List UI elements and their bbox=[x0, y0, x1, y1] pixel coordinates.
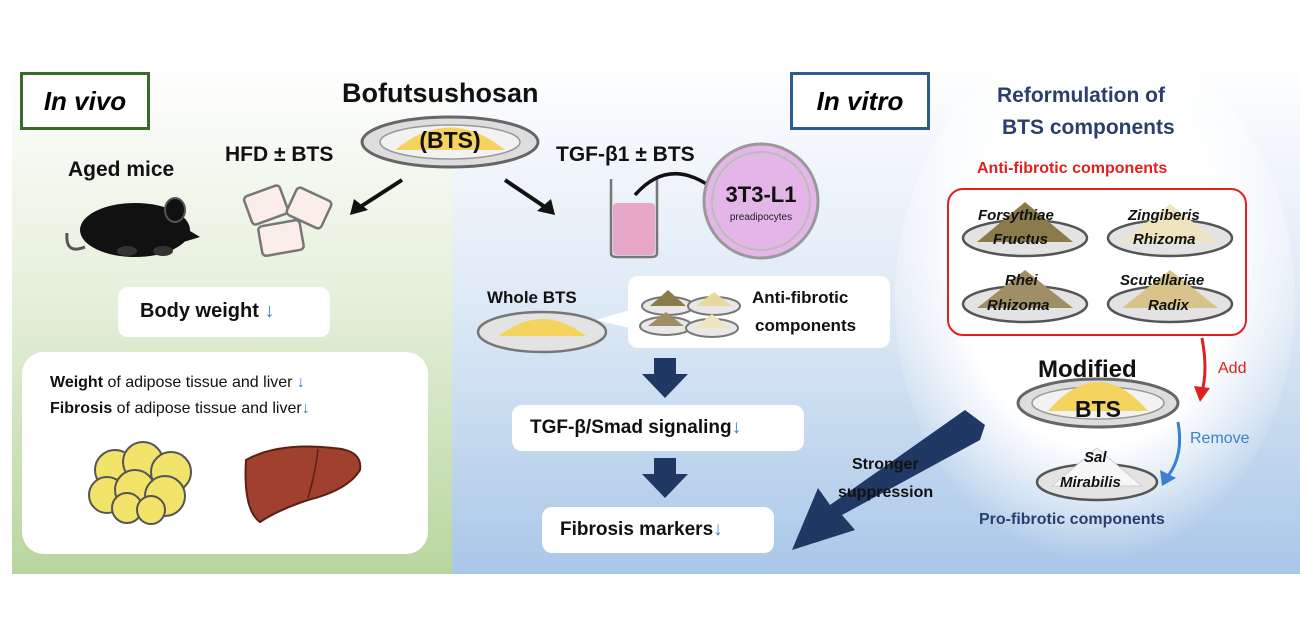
remove-arrow bbox=[1160, 421, 1182, 486]
add-label: Add bbox=[1218, 360, 1247, 377]
bts-plate: (BTS) bbox=[360, 115, 540, 169]
smad-signaling-label: TGF-β/Smad signaling↓ bbox=[530, 417, 741, 439]
whole-bts-plate bbox=[476, 310, 608, 354]
liver-icon bbox=[244, 445, 362, 524]
herb-dishes bbox=[961, 202, 1234, 324]
pro-fibrotic-label: Pro-fibrotic components bbox=[979, 511, 1165, 528]
weight-down-arrow: ↓ bbox=[296, 374, 305, 391]
cell-sub-label: preadipocytes bbox=[730, 212, 792, 223]
body-weight-label: Body weight ↓ bbox=[140, 300, 274, 323]
sal-mirabilis-dish bbox=[1035, 447, 1159, 502]
smad-signaling-box bbox=[512, 405, 804, 451]
suppression-label: suppression bbox=[838, 484, 934, 501]
herb-4-line-1: Scutellariae bbox=[1120, 272, 1205, 289]
fibrosis-word: Fibrosis bbox=[50, 400, 113, 417]
herb-2-line-2: Rhizoma bbox=[1133, 231, 1196, 248]
fibrosis-markers-label: Fibrosis markers↓ bbox=[560, 519, 723, 541]
anti-fibrotic-components-heading: Anti-fibrotic components bbox=[977, 160, 1168, 177]
weight-word: Weight bbox=[50, 374, 104, 391]
mouse-icon bbox=[65, 197, 200, 257]
callout-pointer bbox=[596, 310, 630, 328]
in-vivo-tag: In vivo bbox=[20, 72, 150, 130]
fibrosis-markers-down-arrow: ↓ bbox=[713, 519, 723, 540]
weight-effect-line: Weight of adipose tissue and liver ↓ bbox=[50, 374, 305, 392]
herb-1-line-1: Forsythiae bbox=[978, 207, 1054, 224]
reformulation-title-2: BTS components bbox=[1002, 116, 1175, 139]
body-weight-box bbox=[118, 287, 330, 337]
cell-name-label: 3T3-L1 bbox=[726, 182, 797, 207]
bts-abbrev-label: (BTS) bbox=[419, 127, 480, 153]
sal-label: Sal bbox=[1084, 449, 1107, 466]
component-plates bbox=[639, 290, 741, 338]
smad-text: TGF-β/Smad signaling bbox=[530, 417, 732, 438]
bofutsushosan-title: Bofutsushosan bbox=[342, 78, 539, 108]
plate-arrows bbox=[350, 178, 555, 215]
fibrosis-effect-line: Fibrosis of adipose tissue and liver↓ bbox=[50, 400, 310, 418]
hfd-food-icon bbox=[242, 184, 333, 258]
reformulation-title-1: Reformulation of bbox=[997, 84, 1165, 107]
modified-label: Modified bbox=[1038, 356, 1137, 383]
weight-rest: of adipose tissue and liver bbox=[103, 374, 297, 391]
anti-fibrotic-label-2: components bbox=[755, 316, 857, 335]
flow-down-arrow-1 bbox=[642, 358, 688, 398]
stronger-suppression-arrow bbox=[792, 410, 985, 550]
tissue-effects-box bbox=[22, 352, 428, 554]
modified-bts-plate bbox=[1016, 377, 1180, 429]
smad-down-arrow: ↓ bbox=[731, 417, 742, 438]
herb-3-line-1: Rhei bbox=[1005, 272, 1038, 289]
fibrosis-rest: of adipose tissue and liver bbox=[112, 400, 302, 417]
in-vitro-tag: In vitro bbox=[790, 72, 930, 130]
hfd-label: HFD ± BTS bbox=[225, 143, 334, 166]
body-weight-down-arrow: ↓ bbox=[264, 300, 275, 322]
aged-mice-label: Aged mice bbox=[68, 158, 175, 181]
fibrosis-markers-text: Fibrosis markers bbox=[560, 519, 714, 540]
beaker-icon bbox=[609, 179, 659, 259]
herb-3-line-2: Rhizoma bbox=[987, 297, 1050, 314]
whole-bts-label: Whole BTS bbox=[487, 288, 577, 307]
fibrosis-markers-box bbox=[542, 507, 774, 553]
herb-1-line-2: Fructus bbox=[993, 231, 1049, 248]
herb-2-line-1: Zingiberis bbox=[1128, 207, 1200, 224]
tgf-beta1-label: TGF-β1 ± BTS bbox=[556, 143, 695, 166]
preadipocyte-cell: 3T3-L1 preadipocytes bbox=[702, 142, 820, 260]
herb-4-line-2: Radix bbox=[1148, 297, 1189, 314]
add-arrow bbox=[1194, 337, 1210, 402]
mirabilis-label: Mirabilis bbox=[1060, 474, 1121, 491]
remove-label: Remove bbox=[1190, 430, 1250, 447]
modified-bts-label: BTS bbox=[1075, 396, 1121, 422]
adipose-tissue-icon bbox=[88, 441, 192, 525]
stronger-label: Stronger bbox=[852, 456, 919, 473]
body-weight-text: Body weight bbox=[140, 300, 259, 322]
flow-down-arrow-2 bbox=[642, 458, 688, 498]
anti-fibrotic-label-1: Anti-fibrotic bbox=[752, 288, 849, 307]
fibrosis-down-arrow: ↓ bbox=[301, 400, 310, 417]
